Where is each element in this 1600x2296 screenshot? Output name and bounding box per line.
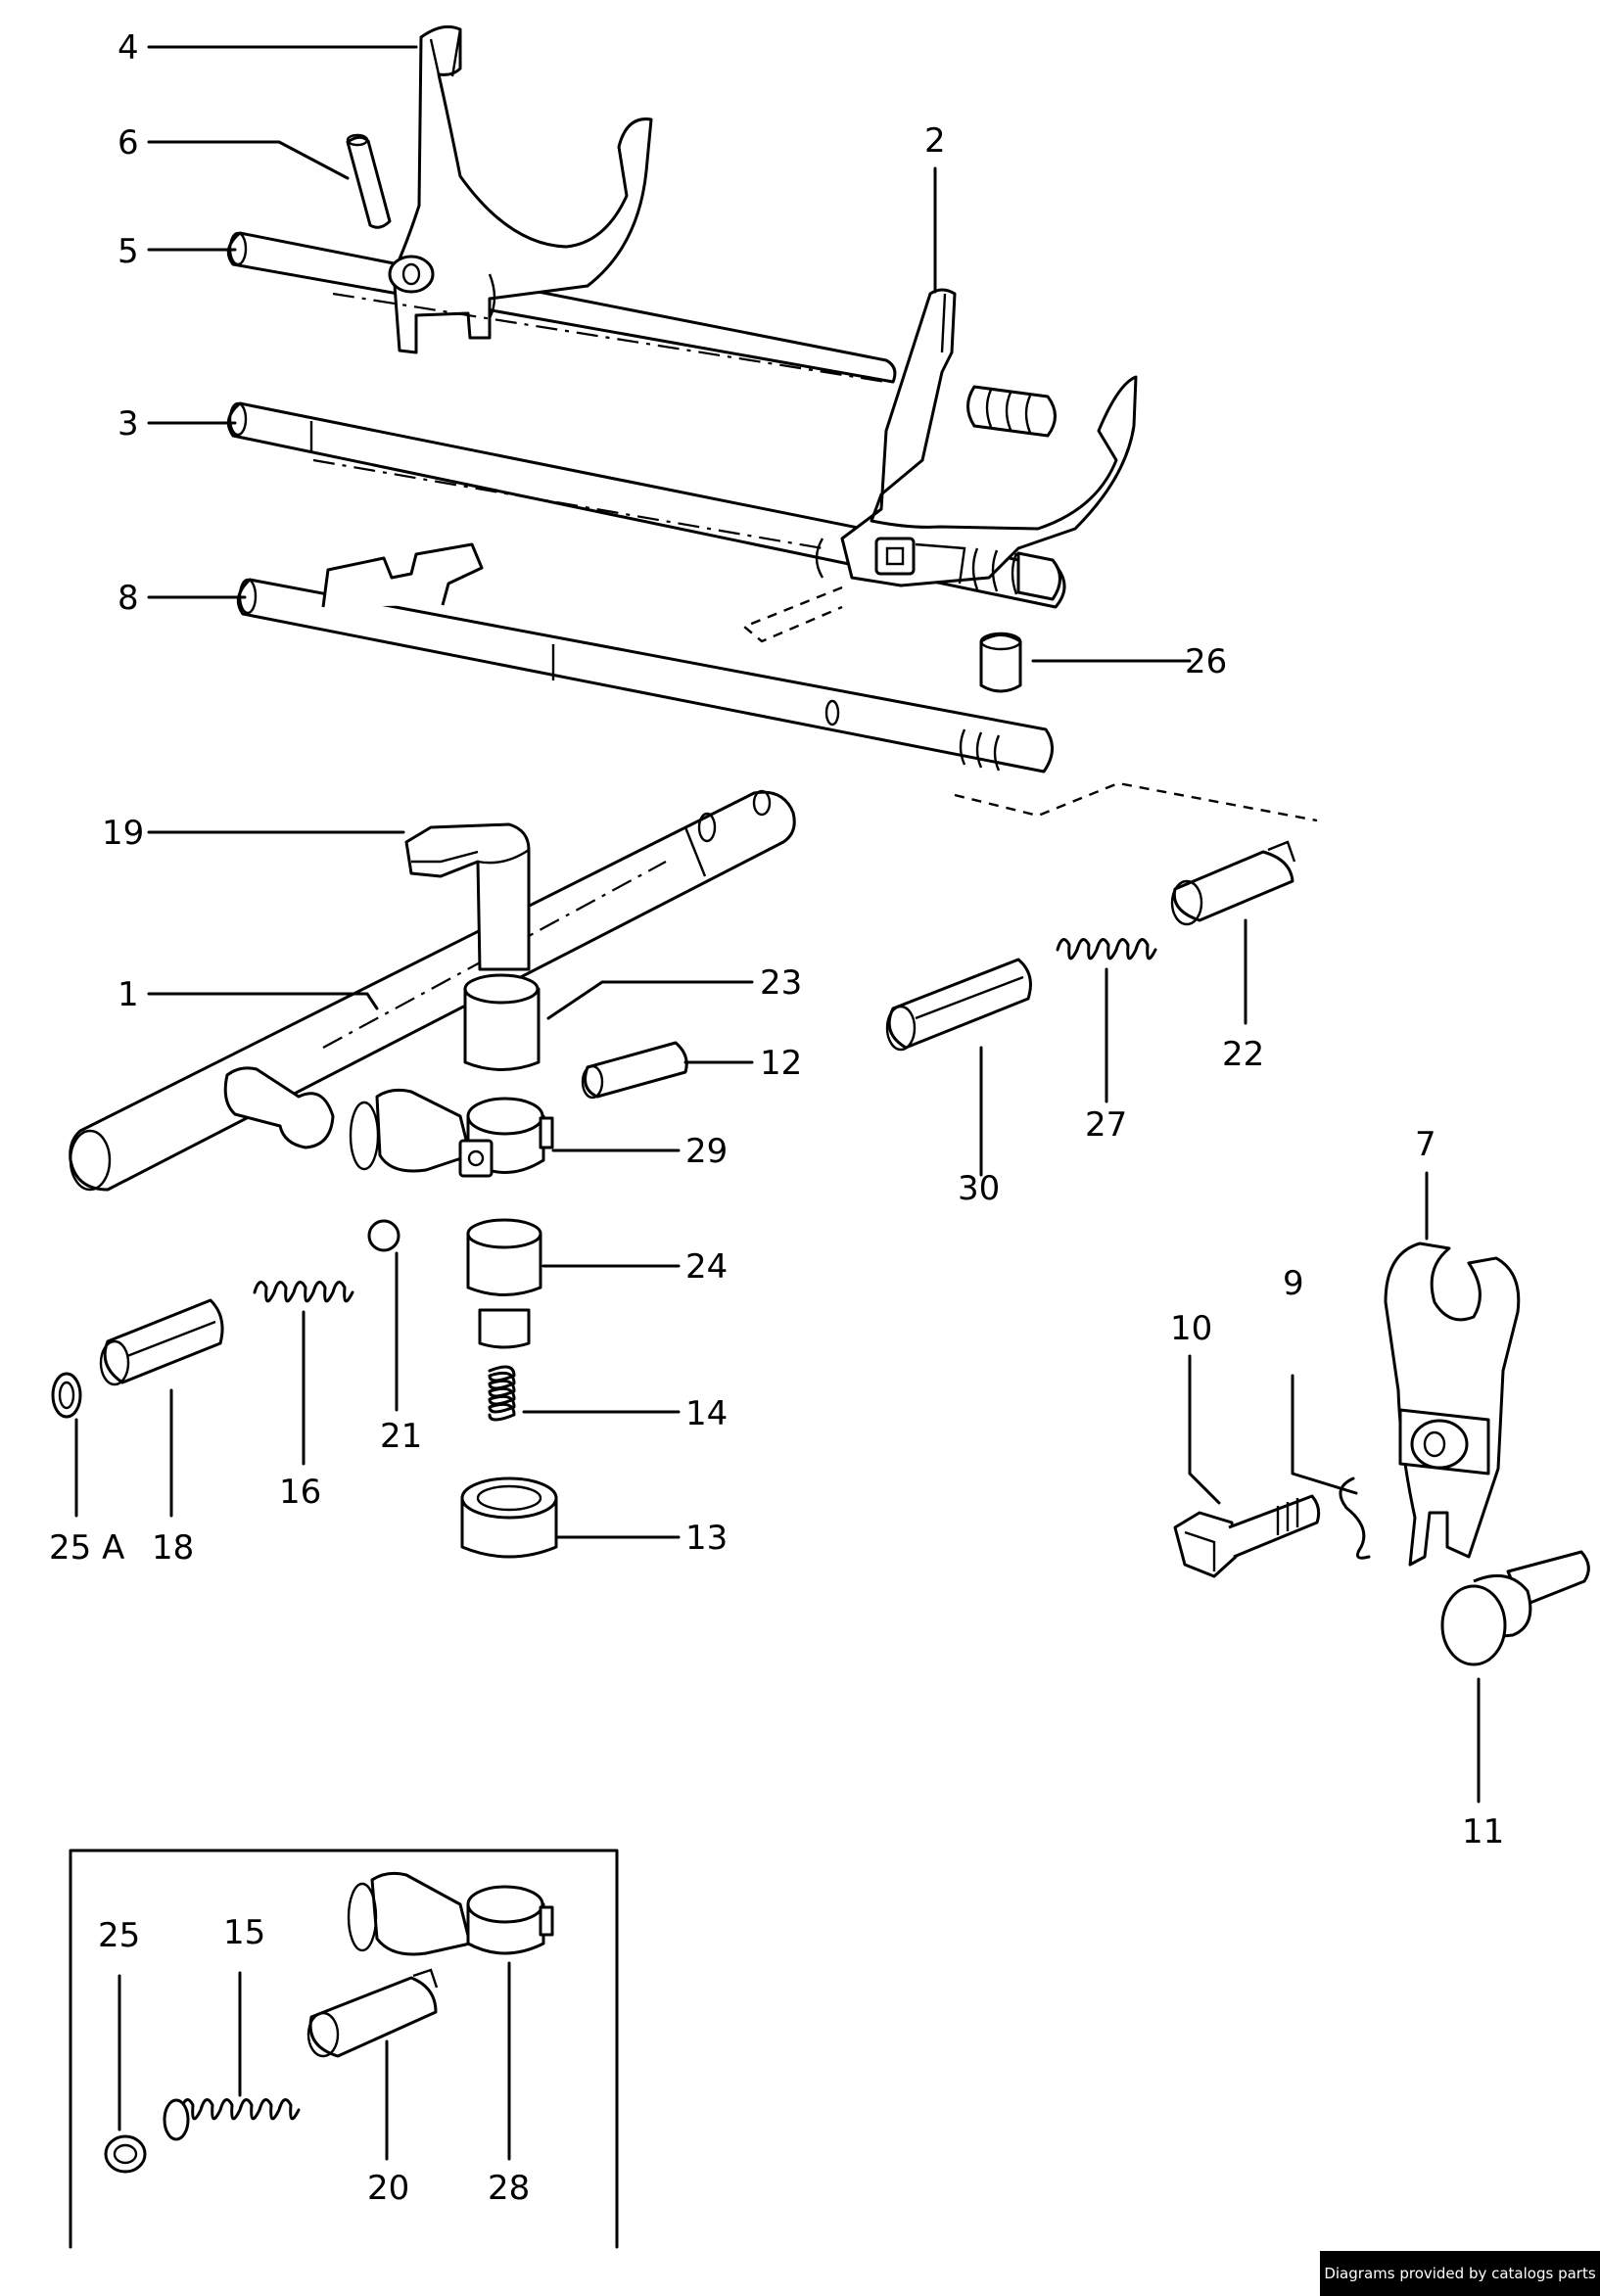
label-25: 25 xyxy=(98,1916,140,1955)
plunger-22 xyxy=(1170,840,1296,926)
inset-box xyxy=(69,1849,619,2249)
callout-labels: 4 6 5 2 3 8 26 19 1 23 12 29 30 27 22 24… xyxy=(49,28,1504,2208)
label-5: 5 xyxy=(118,232,139,271)
label-2: 2 xyxy=(924,121,946,161)
label-21: 21 xyxy=(380,1417,422,1456)
clamp-lever-29 xyxy=(349,1088,554,1178)
ball-21 xyxy=(367,1219,400,1252)
release-fork-7 xyxy=(1384,1242,1521,1567)
axis-line-rod-5 xyxy=(332,292,887,384)
label-18: 18 xyxy=(152,1528,194,1568)
label-10: 10 xyxy=(1170,1309,1212,1348)
bushing-24 xyxy=(466,1218,542,1349)
label-22: 22 xyxy=(1222,1035,1264,1074)
label-28: 28 xyxy=(488,2169,530,2208)
label-9: 9 xyxy=(1283,1264,1304,1303)
label-23: 23 xyxy=(760,963,802,1003)
washer-25a xyxy=(51,1372,82,1419)
label-26: 26 xyxy=(1185,642,1227,681)
label-24: 24 xyxy=(685,1247,728,1287)
selector-finger-19 xyxy=(404,822,531,971)
bushing-23 xyxy=(463,973,541,1071)
plunger-18 xyxy=(99,1298,224,1386)
label-1: 1 xyxy=(118,975,139,1014)
shift-fork-4 xyxy=(388,24,653,354)
label-25a: 25 A xyxy=(49,1528,124,1568)
pivot-pin-11 xyxy=(1440,1550,1590,1666)
clip-9 xyxy=(1339,1476,1371,1560)
shift-fork-2 xyxy=(815,288,1138,601)
label-12: 12 xyxy=(760,1044,802,1083)
key-12 xyxy=(581,1041,688,1100)
label-27: 27 xyxy=(1085,1105,1127,1145)
pin-6 xyxy=(346,133,392,229)
label-6: 6 xyxy=(118,123,139,163)
guide-line-detent-assembly xyxy=(954,781,1318,822)
spring-27 xyxy=(1056,938,1157,961)
label-3: 3 xyxy=(118,404,139,444)
plunger-30 xyxy=(885,958,1032,1052)
ring-13 xyxy=(460,1476,558,1559)
label-19: 19 xyxy=(102,814,144,853)
label-15: 15 xyxy=(223,1913,265,1952)
spring-16 xyxy=(253,1281,354,1303)
label-14: 14 xyxy=(685,1394,728,1433)
label-20: 20 xyxy=(367,2169,409,2208)
label-8: 8 xyxy=(118,579,139,618)
guide-line-fork-2 xyxy=(741,586,843,643)
label-11: 11 xyxy=(1462,1812,1504,1851)
label-29: 29 xyxy=(685,1132,728,1171)
plunger-20 xyxy=(306,1968,439,2058)
detent-plug-26 xyxy=(979,632,1022,693)
leader-lines xyxy=(74,45,1481,2161)
shift-rod-8 xyxy=(236,542,1054,773)
washer-25 xyxy=(104,2134,147,2174)
bolt-10 xyxy=(1173,1494,1321,1578)
spring-15 xyxy=(163,2098,301,2141)
roller-pins xyxy=(966,385,1057,438)
credit-banner: Diagrams provided by catalogs parts xyxy=(1320,2251,1600,2296)
label-30: 30 xyxy=(958,1169,1000,1208)
label-16: 16 xyxy=(279,1473,321,1512)
label-7: 7 xyxy=(1415,1125,1436,1164)
spring-14 xyxy=(488,1365,516,1422)
label-4: 4 xyxy=(118,28,139,68)
label-13: 13 xyxy=(685,1519,728,1558)
clamp-lever-28 xyxy=(347,1871,554,1956)
axis-line-rod-3 xyxy=(312,458,824,550)
selector-lever-ball xyxy=(223,1066,335,1149)
